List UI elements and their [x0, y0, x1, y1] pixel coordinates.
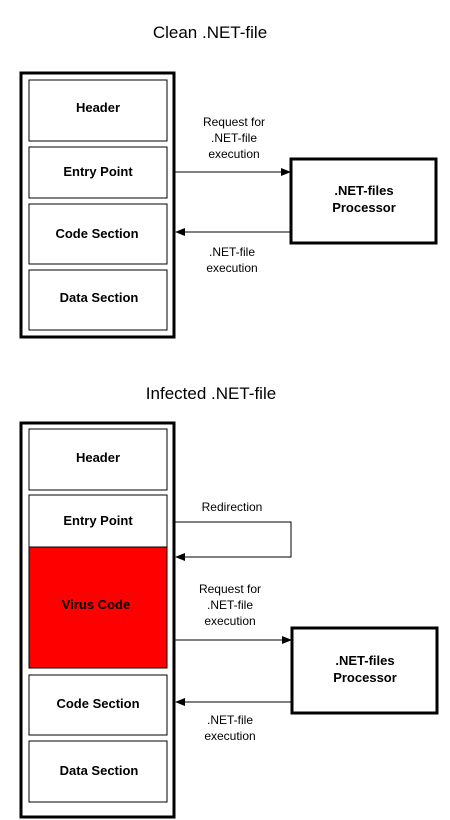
clean-entry-point-label: Entry Point: [63, 164, 133, 179]
infected-processor-label-2: Processor: [333, 670, 397, 685]
clean-code-section-box: [28, 203, 168, 265]
clean-title: Clean .NET-file: [153, 23, 267, 42]
infected-processor-box: [290, 626, 439, 715]
clean-request-label-3: execution: [208, 147, 259, 161]
clean-header-box: [28, 79, 168, 142]
infected-execution-label-2: execution: [204, 729, 255, 743]
clean-processor-box: [289, 157, 438, 245]
virus-code-box: [28, 546, 168, 669]
clean-processor-label-1: .NET-files: [334, 183, 393, 198]
clean-processor-label-2: Processor: [332, 200, 396, 215]
clean-request-label-2: .NET-file: [211, 131, 257, 145]
clean-data-section-box: [28, 269, 168, 331]
infected-title: Infected .NET-file: [146, 384, 276, 403]
infected-data-section-box: [28, 740, 168, 803]
virus-code-label: Virus Code: [62, 597, 130, 612]
infected-request-label-1: Request for: [199, 582, 261, 596]
infected-header-box: [28, 428, 168, 491]
clean-data-section-label: Data Section: [60, 290, 139, 305]
redirection-label: Redirection: [202, 500, 263, 514]
clean-code-section-label: Code Section: [55, 226, 138, 241]
clean-request-label-1: Request for: [203, 115, 265, 129]
infected-code-section-label: Code Section: [56, 696, 139, 711]
infected-request-label-2: .NET-file: [207, 598, 253, 612]
clean-execution-label-1: .NET-file: [209, 245, 255, 259]
clean-execution-label-2: execution: [206, 261, 257, 275]
infected-header-label: Header: [76, 450, 120, 465]
redirection-arrow: [175, 521, 292, 561]
clean-entry-point-box: [28, 146, 168, 199]
infected-entry-point-label: Entry Point: [63, 513, 133, 528]
infected-data-section-label: Data Section: [60, 763, 139, 778]
infected-request-label-3: execution: [204, 614, 255, 628]
infected-execution-label-1: .NET-file: [207, 713, 253, 727]
infected-processor-label-1: .NET-files: [335, 653, 394, 668]
clean-header-label: Header: [76, 100, 120, 115]
infected-code-section-box: [28, 674, 168, 736]
